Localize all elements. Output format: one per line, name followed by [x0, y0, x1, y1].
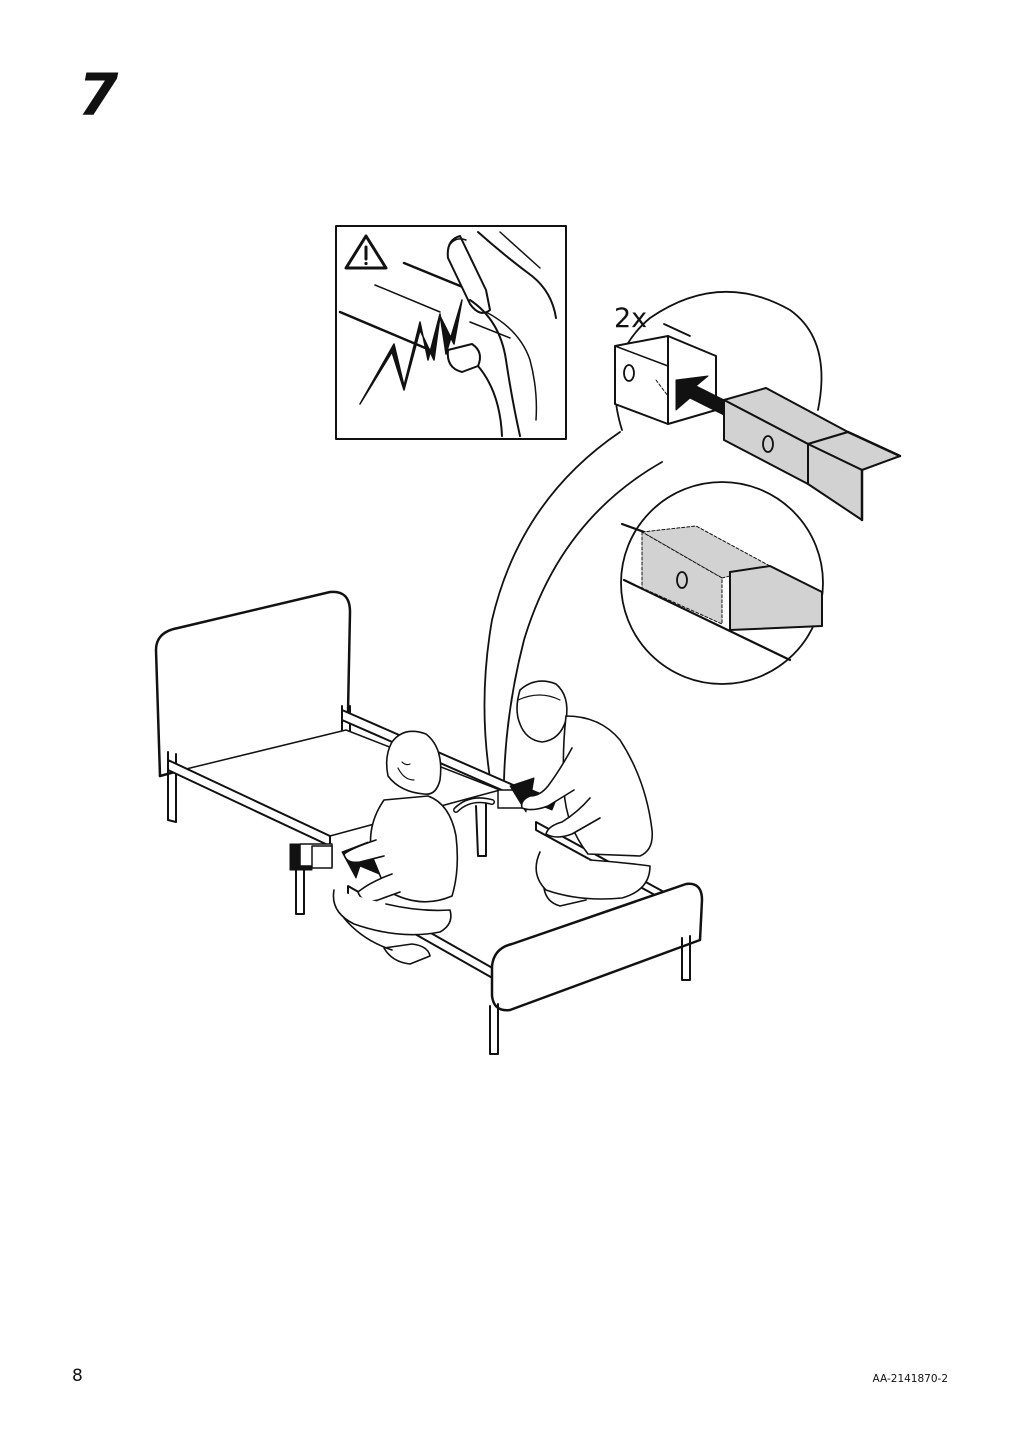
man-figure [516, 680, 654, 907]
warning-inset [335, 225, 567, 440]
document-code: AA-2141870-2 [872, 1373, 948, 1385]
quantity-label: 2x [614, 303, 647, 334]
callout-line [483, 431, 621, 779]
warning-triangle-icon [344, 234, 388, 270]
detail-circle-top: 2x [614, 290, 902, 522]
step-number: 7 [78, 61, 118, 129]
detail-circle-bottom [620, 481, 824, 685]
woman-figure [332, 730, 459, 965]
callout-line [503, 461, 663, 781]
page-number: 8 [72, 1366, 83, 1386]
